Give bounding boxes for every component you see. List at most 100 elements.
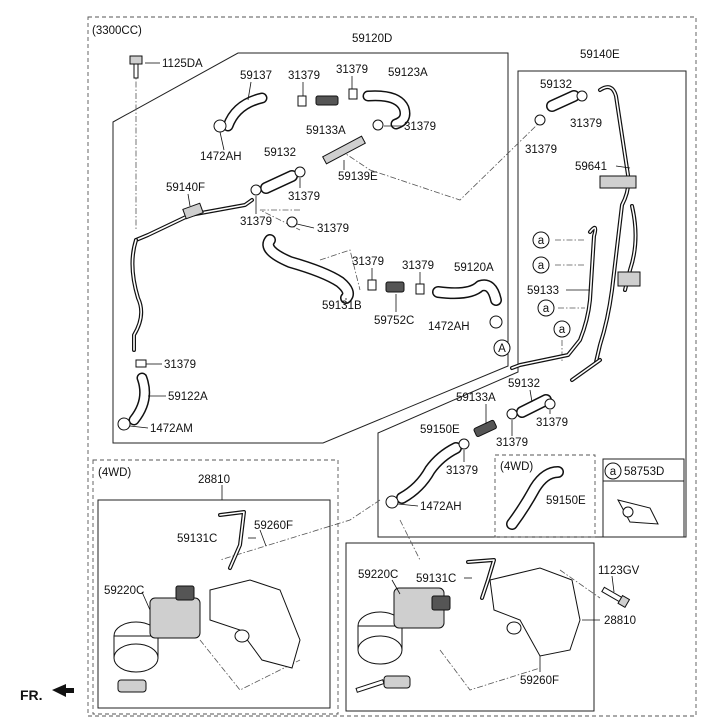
clamp-icon xyxy=(213,119,227,133)
section-label-3300cc: (3300CC) xyxy=(92,25,142,37)
part-label-31379: 31379 xyxy=(496,437,528,449)
connector-59133a-right xyxy=(473,419,497,438)
small-parts xyxy=(117,55,659,609)
part-label-28810: 28810 xyxy=(198,474,230,486)
callout-a-circle xyxy=(537,299,555,317)
bolt-1125da xyxy=(129,55,143,79)
clamp-icon xyxy=(544,398,556,410)
bracket-59641 xyxy=(599,175,637,189)
part-label-31379: 31379 xyxy=(240,216,272,228)
callout-a-circle xyxy=(532,231,550,249)
part-label-59137: 59137 xyxy=(240,70,272,82)
clamp-icon xyxy=(506,408,518,420)
part-label-59139e: 59139E xyxy=(338,171,378,183)
callout-a-letter: a xyxy=(538,235,545,247)
callout-A-circle xyxy=(493,339,511,357)
callout-a-letter: a xyxy=(538,260,545,272)
part-label-59132: 59132 xyxy=(508,378,540,390)
callout-a-letter: a xyxy=(543,303,550,315)
part-label-59131c: 59131C xyxy=(416,573,456,585)
part-label-31379: 31379 xyxy=(336,64,368,76)
part-label-1472am: 1472AM xyxy=(150,423,193,435)
clamp-icon xyxy=(534,114,546,126)
part-label-59123a: 59123A xyxy=(388,67,428,79)
clamp-icons xyxy=(117,88,588,509)
part-label-59260f: 59260F xyxy=(520,675,559,687)
pipe-59131c-right xyxy=(466,558,496,600)
callout-A-letter: A xyxy=(498,343,506,355)
part-label-59140f: 59140F xyxy=(166,182,205,194)
part-label-59220c: 59220C xyxy=(358,569,398,581)
leader-lines xyxy=(129,62,631,672)
bolt-1123gv xyxy=(601,586,631,609)
bracket-59260f-left xyxy=(209,579,301,669)
frames xyxy=(87,16,697,717)
frame-28810-right xyxy=(345,542,595,712)
clamp-icon xyxy=(489,315,503,329)
part-label-59120d: 59120D xyxy=(352,33,392,45)
frame-4wd-left xyxy=(92,459,339,715)
frame-3300cc xyxy=(87,16,697,717)
part-label-1472ah: 1472AH xyxy=(428,321,470,333)
callout-a-circle xyxy=(532,256,550,274)
front-arrow-icon xyxy=(52,684,74,697)
part-label-59131b: 59131B xyxy=(322,300,362,312)
clamp-icon xyxy=(348,88,358,100)
part-label-1123gv: 1123GV xyxy=(598,565,640,577)
clamp-icon xyxy=(286,216,298,228)
frame-59140e-assembly xyxy=(377,70,687,538)
clamp-icon xyxy=(135,359,147,368)
link-to-4wd-left xyxy=(219,499,381,561)
part-label-59133a: 59133A xyxy=(306,125,346,137)
part-label-1472ah: 1472AH xyxy=(420,501,462,513)
part-label-59132: 59132 xyxy=(264,147,296,159)
clamp-icon xyxy=(385,495,399,509)
bracket-guide-left xyxy=(199,639,301,691)
part-label-31379: 31379 xyxy=(164,359,196,371)
part-label-31379: 31379 xyxy=(288,70,320,82)
part-label-1125da: 1125DA xyxy=(162,58,203,70)
link-to-59140e xyxy=(339,121,541,201)
bracket-lower xyxy=(617,271,641,287)
connector-59139e xyxy=(322,135,366,165)
clip-58753d xyxy=(617,499,659,525)
frame-58753d-legend xyxy=(602,458,685,538)
part-label-31379: 31379 xyxy=(525,144,557,156)
hose-guide-line xyxy=(319,249,361,291)
part-label-59133: 59133 xyxy=(527,285,559,297)
part-label-59752c: 59752C xyxy=(374,315,414,327)
section-label-4wd-left: (4WD) xyxy=(98,467,131,479)
frame-59120d-assembly xyxy=(112,52,509,444)
valve-59752c xyxy=(385,281,405,293)
hoses xyxy=(128,85,638,600)
callout-a-circle xyxy=(553,320,571,338)
bracket-59140f xyxy=(182,202,204,220)
clamp-icon xyxy=(117,417,131,431)
bracket-59260f-right xyxy=(489,567,581,657)
bracket-guide-right xyxy=(439,649,541,691)
part-label-59260f: 59260F xyxy=(254,520,293,532)
part-label-59140e: 59140E xyxy=(580,49,620,61)
part-label-58753d: 58753D xyxy=(624,466,664,478)
part-label-31379: 31379 xyxy=(446,465,478,477)
link-to-4wd-right xyxy=(399,519,421,561)
part-label-59641: 59641 xyxy=(575,161,607,173)
frame-28810-left xyxy=(97,499,331,709)
clamp-icon xyxy=(372,119,384,131)
part-label-59220c: 59220C xyxy=(104,585,144,597)
part-labels: 1125DA 59120D 59137 31379 31379 59123A 5… xyxy=(104,33,664,687)
section-label-4wd-right: (4WD) xyxy=(500,461,533,473)
part-label-31379: 31379 xyxy=(352,256,384,268)
part-label-59133a: 59133A xyxy=(456,392,496,404)
clamp-icon xyxy=(415,283,425,295)
bolt-guide-right xyxy=(559,569,601,599)
frame-4wd-right xyxy=(494,454,596,538)
clamp-icon xyxy=(576,90,588,102)
clamp-icon xyxy=(297,95,307,107)
clamp-icon xyxy=(367,279,377,291)
part-label-28810: 28810 xyxy=(604,615,636,627)
clamp-icon xyxy=(250,184,262,196)
part-label-31379: 31379 xyxy=(536,417,568,429)
part-label-31379: 31379 xyxy=(404,121,436,133)
